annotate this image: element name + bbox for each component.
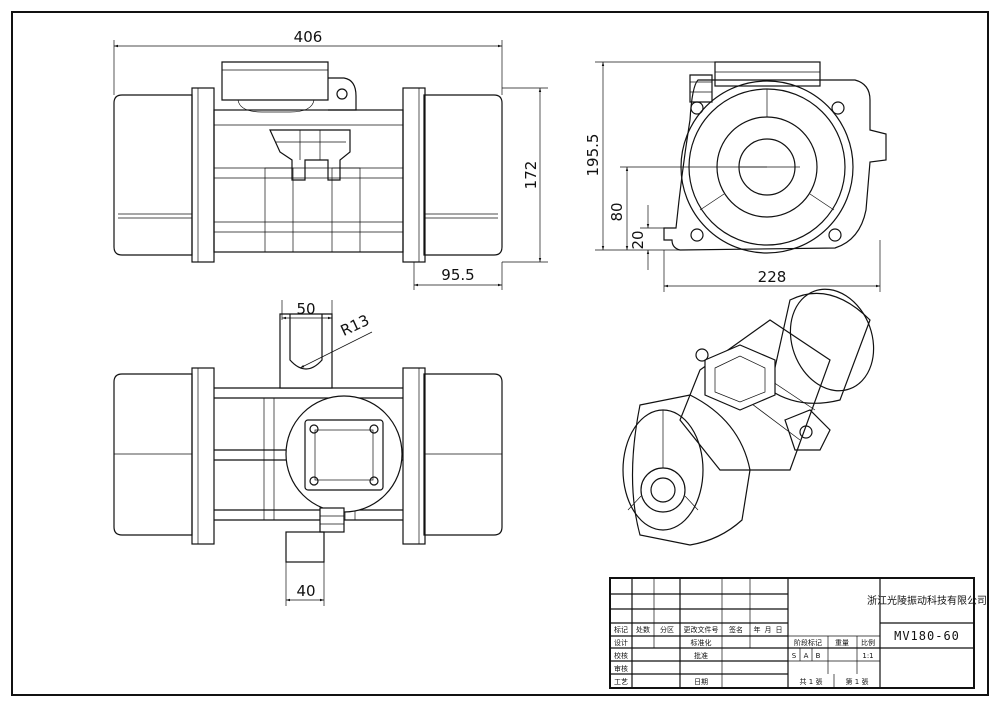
dim-center-height: 80: [608, 202, 626, 221]
tb-row-label: 月: [765, 626, 772, 634]
tb-side-label: 校核: [614, 651, 628, 660]
isometric-view: [622, 288, 875, 546]
tb-scale-value: 1:1: [862, 652, 873, 660]
dim-foot-width-bottom: 40: [296, 582, 315, 600]
dim-overall-length: 406: [294, 28, 323, 46]
dim-height: 172: [522, 161, 540, 190]
tb-row-label: 分区: [660, 625, 674, 634]
tb-row-label: 更改文件号: [684, 625, 719, 634]
tb-sheets: 共 1 張: [800, 677, 823, 686]
tb-stage-a: A: [804, 652, 809, 660]
tb-row-label: 处数: [636, 625, 650, 634]
dim-foot-width: 228: [758, 268, 787, 286]
tb-weight-label: 重量: [835, 639, 849, 647]
tb-mid-label: 日期: [694, 678, 708, 686]
side-view-dimensions: [595, 61, 881, 292]
tb-sheet-no: 第 1 張: [846, 677, 869, 686]
tb-side-label: 审核: [614, 664, 628, 673]
top-view-dimensions: [281, 300, 373, 606]
dim-end-length: 95.5: [441, 266, 474, 284]
tb-row-label: 日: [776, 626, 783, 634]
drawing-border: [11, 11, 989, 696]
dim-total-height: 195.5: [584, 134, 602, 177]
title-block: [609, 577, 975, 689]
tb-stage-label: 阶段标记: [794, 638, 822, 647]
tb-mid-label: 标准化: [691, 638, 712, 647]
tb-row-label: 签名: [729, 625, 743, 634]
tb-stage-b: B: [816, 652, 821, 660]
tb-row-label: 标记: [614, 625, 628, 634]
dim-slot-width: 50: [296, 300, 315, 318]
tb-stage-s: S: [792, 652, 797, 660]
company-name: 浙江光陵振动科技有限公司: [867, 594, 987, 607]
tb-side-label: 工艺: [614, 678, 628, 686]
tb-side-label: 设计: [614, 638, 628, 647]
front-view: [113, 61, 503, 263]
side-view: [663, 61, 887, 254]
dim-foot-height: 20: [629, 230, 647, 249]
model-number: MV180-60: [894, 629, 960, 643]
tb-mid-label: 批准: [694, 651, 708, 660]
top-view: [113, 313, 503, 563]
tb-row-label: 年: [754, 625, 761, 634]
dim-slot-radius: R13: [338, 311, 372, 340]
front-view-dimensions: [113, 40, 548, 290]
tb-scale-label: 比例: [861, 638, 875, 647]
